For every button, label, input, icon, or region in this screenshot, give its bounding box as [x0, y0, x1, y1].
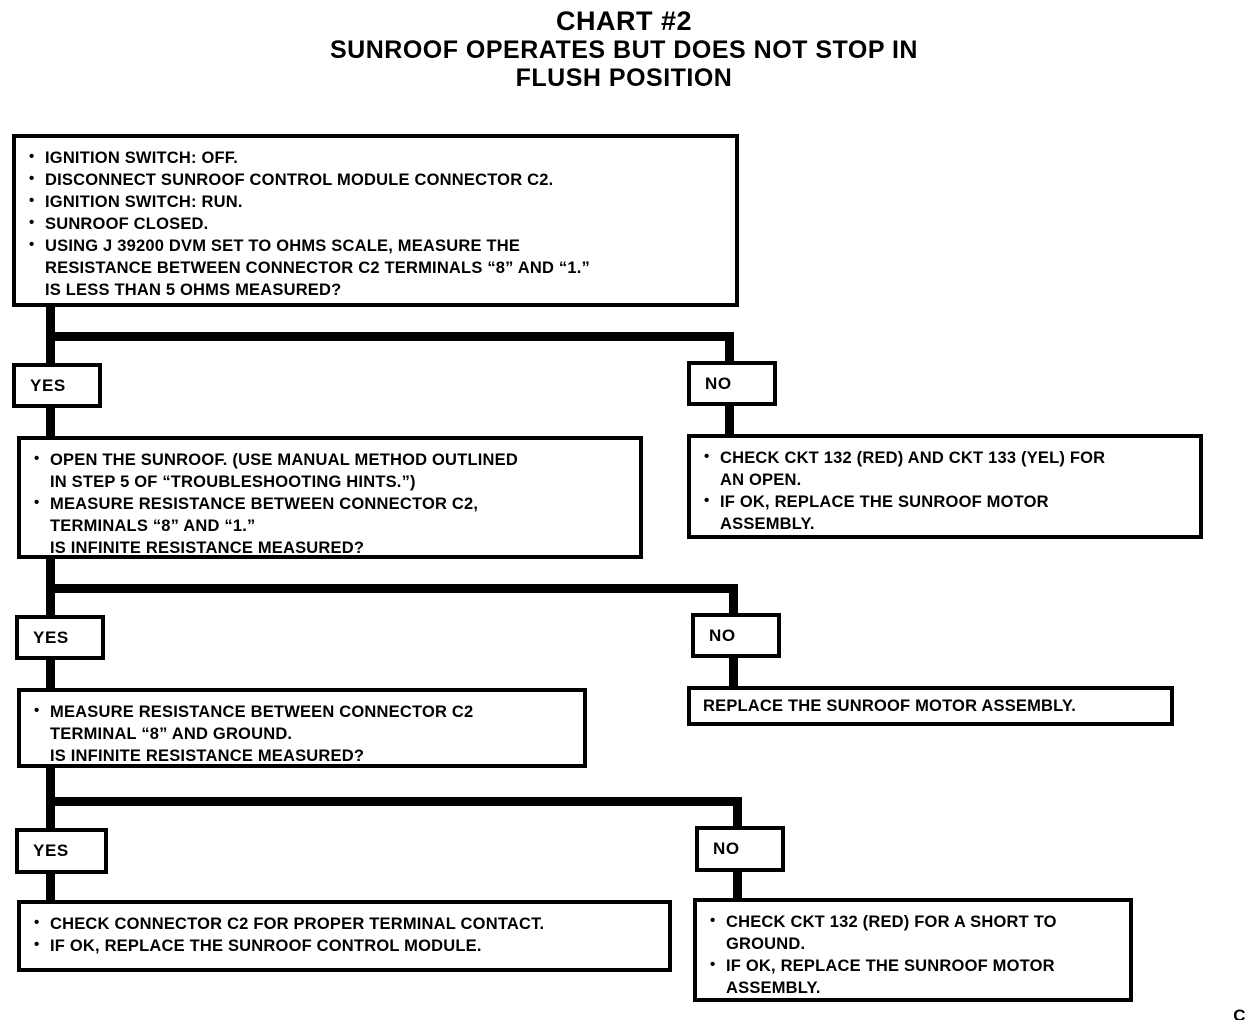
connector-stem-no-3	[733, 870, 742, 900]
connector-bar-3	[46, 797, 742, 806]
node-check-connector-c2-contact: CHECK CONNECTOR C2 FOR PROPER TERMINAL C…	[17, 900, 672, 972]
node-check-ckt-132-133-open-body: CHECK CKT 132 (RED) AND CKT 133 (YEL) FO…	[691, 438, 1199, 544]
decision-label: YES	[33, 627, 69, 647]
node-check-ckt-132-short-body: CHECK CKT 132 (RED) FOR A SHORT TO GROUN…	[697, 902, 1129, 1008]
node-initial-test-body: IGNITION SWITCH: OFF. DISCONNECT SUNROOF…	[16, 138, 735, 310]
list-item: IGNITION SWITCH: RUN.	[28, 191, 723, 214]
decision-yes-2[interactable]: YES	[15, 615, 105, 660]
title-line-1: CHART #2	[555, 6, 693, 36]
list-item: SUNROOF CLOSED.	[28, 213, 723, 236]
node-text: REPLACE THE SUNROOF MOTOR ASSEMBLY.	[703, 697, 1077, 715]
bullet-list: CHECK CONNECTOR C2 FOR PROPER TERMINAL C…	[33, 913, 656, 958]
node-replace-sunroof-motor: REPLACE THE SUNROOF MOTOR ASSEMBLY.	[687, 686, 1174, 726]
bullet-list: CHECK CKT 132 (RED) AND CKT 133 (YEL) FO…	[703, 447, 1187, 536]
list-item: CHECK CKT 132 (RED) FOR A SHORT TO GROUN…	[709, 911, 1117, 956]
list-item: CHECK CKT 132 (RED) AND CKT 133 (YEL) FO…	[703, 447, 1187, 492]
node-check-ckt-132-short: CHECK CKT 132 (RED) FOR A SHORT TO GROUN…	[693, 898, 1133, 1002]
list-item: IGNITION SWITCH: OFF.	[28, 147, 723, 170]
page-title: CHART #2 SUNROOF OPERATES BUT DOES NOT S…	[0, 6, 1248, 92]
connector-bar-1	[46, 332, 734, 341]
decision-no-3[interactable]: NO	[695, 826, 785, 872]
node-measure-terminal-8-ground-body: MEASURE RESISTANCE BETWEEN CONNECTOR C2 …	[21, 692, 583, 776]
decision-label: YES	[30, 375, 66, 395]
node-replace-sunroof-motor-body: REPLACE THE SUNROOF MOTOR ASSEMBLY.	[691, 690, 1170, 724]
decision-label: NO	[705, 373, 732, 393]
connector-drop-3-no	[733, 797, 742, 829]
decision-label: NO	[713, 839, 740, 858]
node-check-connector-c2-contact-body: CHECK CONNECTOR C2 FOR PROPER TERMINAL C…	[21, 904, 668, 966]
connector-drop-1-no	[725, 332, 734, 364]
connector-stem-yes-1	[46, 406, 55, 438]
node-measure-terminal-8-ground: MEASURE RESISTANCE BETWEEN CONNECTOR C2 …	[17, 688, 587, 768]
decision-label: YES	[33, 841, 69, 860]
title-line-3: FLUSH POSITION	[515, 64, 733, 93]
bullet-list: OPEN THE SUNROOF. (USE MANUAL METHOD OUT…	[33, 449, 627, 560]
connector-bar-2	[46, 584, 738, 593]
list-item: MEASURE RESISTANCE BETWEEN CONNECTOR C2 …	[33, 701, 571, 768]
decision-yes-1[interactable]: YES	[12, 363, 102, 408]
list-item: DISCONNECT SUNROOF CONTROL MODULE CONNEC…	[28, 169, 723, 192]
list-item: USING J 39200 DVM SET TO OHMS SCALE, MEA…	[28, 235, 723, 302]
title-line-2: SUNROOF OPERATES BUT DOES NOT STOP IN	[329, 36, 918, 65]
connector-drop-2-no	[729, 584, 738, 616]
node-check-ckt-132-133-open: CHECK CKT 132 (RED) AND CKT 133 (YEL) FO…	[687, 434, 1203, 539]
connector-stem-no-1	[725, 404, 734, 436]
connector-stem-no-2	[729, 656, 738, 688]
bullet-list: IGNITION SWITCH: OFF. DISCONNECT SUNROOF…	[28, 147, 723, 302]
list-item: IF OK, REPLACE THE SUNROOF MOTOR ASSEMBL…	[709, 955, 1117, 1000]
decision-yes-3[interactable]: YES	[15, 828, 108, 874]
list-item: CHECK CONNECTOR C2 FOR PROPER TERMINAL C…	[33, 913, 656, 936]
node-open-sunroof-measure-body: OPEN THE SUNROOF. (USE MANUAL METHOD OUT…	[21, 440, 639, 568]
page-corner-mark: C	[1233, 1006, 1246, 1020]
decision-no-2[interactable]: NO	[691, 613, 781, 658]
bullet-list: MEASURE RESISTANCE BETWEEN CONNECTOR C2 …	[33, 701, 571, 768]
list-item: OPEN THE SUNROOF. (USE MANUAL METHOD OUT…	[33, 449, 627, 494]
list-item: IF OK, REPLACE THE SUNROOF MOTOR ASSEMBL…	[703, 491, 1187, 536]
decision-label: NO	[709, 625, 736, 645]
bullet-list: CHECK CKT 132 (RED) FOR A SHORT TO GROUN…	[709, 911, 1117, 1000]
node-initial-test: IGNITION SWITCH: OFF. DISCONNECT SUNROOF…	[12, 134, 739, 307]
list-item: MEASURE RESISTANCE BETWEEN CONNECTOR C2,…	[33, 493, 627, 560]
node-open-sunroof-measure: OPEN THE SUNROOF. (USE MANUAL METHOD OUT…	[17, 436, 643, 559]
connector-stem-yes-2	[46, 658, 55, 690]
list-item: IF OK, REPLACE THE SUNROOF CONTROL MODUL…	[33, 935, 656, 958]
decision-no-1[interactable]: NO	[687, 361, 777, 406]
connector-stem-yes-3	[46, 872, 55, 902]
